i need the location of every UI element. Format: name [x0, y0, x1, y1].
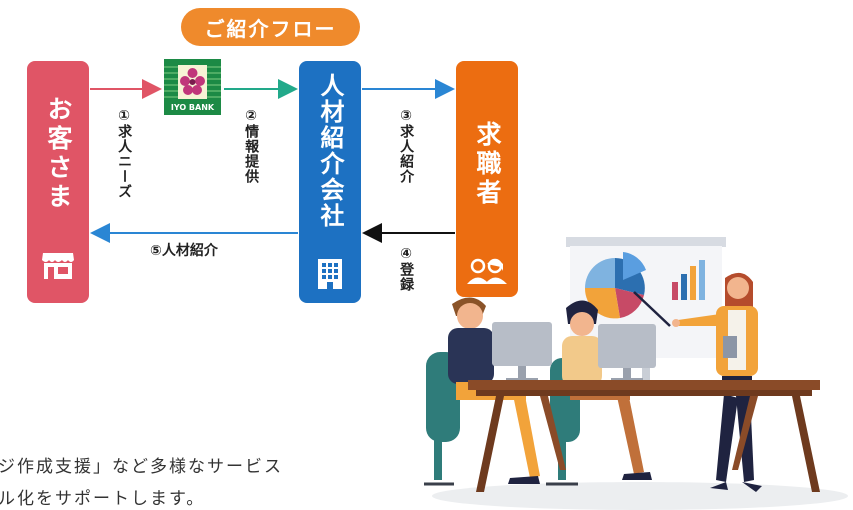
step-2-number: ② — [245, 108, 257, 124]
board-pie-chart — [584, 252, 646, 319]
bank-name: IYO BANK — [170, 103, 215, 112]
step-4-text: 登録 — [398, 262, 415, 293]
step-4-label: ④ 登録 — [398, 246, 414, 292]
seeker-box: 求職者 — [456, 61, 518, 297]
seeker-label: 求職者 — [473, 121, 502, 208]
bank-flower-logo-icon — [164, 59, 221, 105]
agency-label: 人材紹介会社 — [316, 73, 344, 229]
meeting-illustration — [424, 237, 848, 510]
monitor-left — [492, 322, 552, 382]
step-5-label: ⑤人材紹介 — [150, 243, 218, 259]
agency-box: 人材紹介会社 — [299, 61, 361, 303]
step-2-label: ② 情報提供 — [243, 108, 259, 184]
flow-title: ご紹介フロー — [181, 8, 360, 46]
storefront-icon — [42, 253, 74, 279]
floor-shadow — [432, 482, 848, 510]
step-1-number: ① — [118, 108, 130, 124]
customer-box: お客さま — [27, 61, 89, 303]
presenter-woman — [672, 272, 762, 492]
body-text-line-2: ル化をサポートします。 — [0, 489, 206, 509]
bank-logo: IYO BANK — [164, 59, 221, 115]
customer-label: お客さま — [44, 96, 73, 212]
body-text-line-1: ジ作成支援」など多様なサービス — [0, 457, 283, 477]
step-3-label: ③ 求人紹介 — [398, 108, 414, 184]
office-building-icon — [318, 259, 342, 289]
board-bar-chart — [672, 260, 705, 300]
people-icon — [467, 258, 507, 284]
meeting-table — [468, 380, 820, 492]
step-1-text: 求人ニーズ — [116, 124, 133, 200]
step-3-number: ③ — [400, 108, 412, 124]
step-1-label: ① 求人ニーズ — [116, 108, 132, 199]
step-4-number: ④ — [400, 246, 412, 262]
step-2-text: 情報提供 — [243, 124, 260, 185]
step-3-text: 求人紹介 — [398, 124, 415, 185]
